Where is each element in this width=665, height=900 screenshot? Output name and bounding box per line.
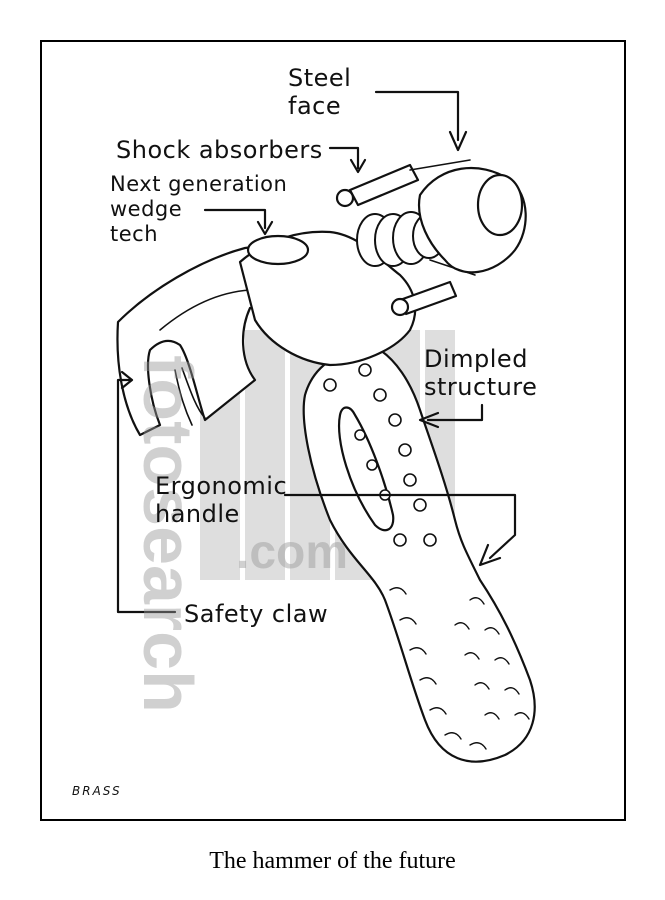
label-dimpled-structure: Dimpled structure [424, 345, 538, 401]
handle-slot [338, 406, 395, 532]
label-safety-claw: Safety claw [184, 600, 329, 628]
arrow-steel-face [374, 90, 468, 152]
pistons [335, 163, 458, 317]
watermark-domain: .com [236, 526, 349, 579]
label-steel-face: Steel face [288, 64, 352, 120]
arrow-wedge [203, 208, 274, 236]
caption: The hammer of the future [209, 848, 456, 874]
label-ergonomic-handle: Ergonomic handle [155, 472, 288, 528]
arrow-claw [116, 370, 177, 614]
arrow-dimpled [418, 403, 484, 429]
artist-signature: BRASS [72, 784, 122, 798]
watermark-brand: fotosearch [129, 355, 207, 713]
label-shock-absorbers: Shock absorbers [116, 136, 323, 164]
grip-texture [389, 587, 530, 750]
wedge [246, 234, 310, 266]
arrow-ergonomic [283, 493, 517, 567]
dimples [323, 363, 437, 547]
arrow-shock [328, 146, 367, 174]
label-wedge-tech: Next generation wedge tech [110, 172, 288, 246]
claw-inner [159, 289, 251, 331]
